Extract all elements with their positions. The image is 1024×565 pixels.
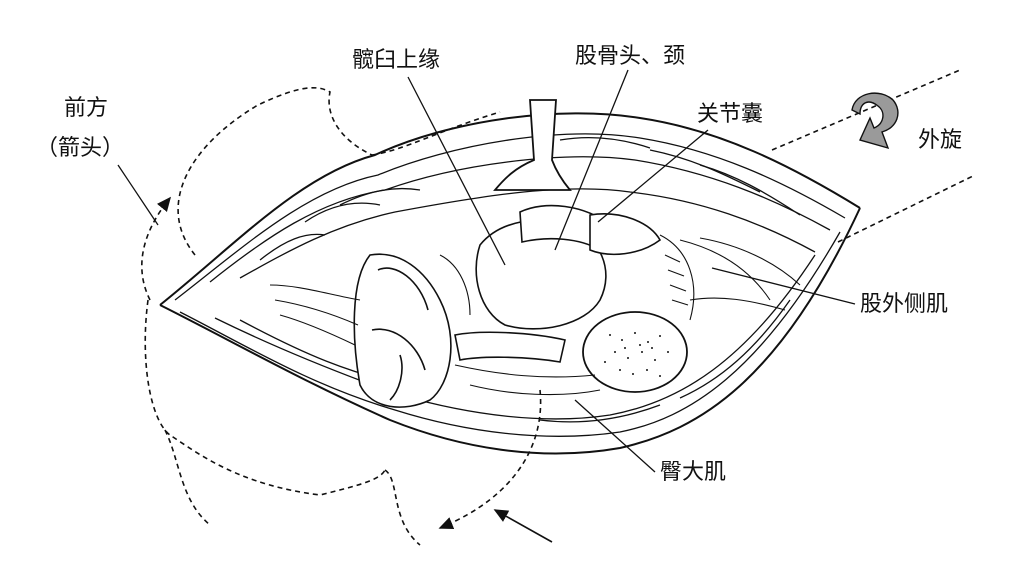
vastus-lateralis-region <box>659 234 801 321</box>
label-gluteus-maximus: 臀大肌 <box>660 460 727 485</box>
lower-dashed-arrow <box>438 389 542 530</box>
label-anterior: 前方 <box>64 96 109 121</box>
label-vastus-lateralis: 股外侧肌 <box>860 292 949 317</box>
label-femoral-head-neck: 股骨头、颈 <box>575 44 686 69</box>
greater-trochanter <box>582 311 688 393</box>
incision <box>159 112 861 455</box>
anterior-direction-arrow <box>141 196 172 301</box>
upper-tissue-layer <box>174 133 846 301</box>
retractor <box>493 99 572 191</box>
dashed-body-outline <box>144 69 976 546</box>
approach-arrow <box>493 509 553 543</box>
joint-capsule-shape <box>589 213 662 256</box>
label-arrow-note: （箭头） <box>36 136 125 161</box>
gluteal-muscle-region <box>269 254 601 396</box>
label-external-rotation: 外旋 <box>918 128 963 153</box>
femoral-neck-structure <box>454 204 611 363</box>
label-leader-lines <box>117 69 856 473</box>
label-joint-capsule: 关节囊 <box>697 102 764 127</box>
femoral-head-structure <box>353 253 452 408</box>
label-acetabulum-rim: 髋臼上缘 <box>352 48 441 73</box>
external-rotation-arrow-icon <box>851 92 899 150</box>
